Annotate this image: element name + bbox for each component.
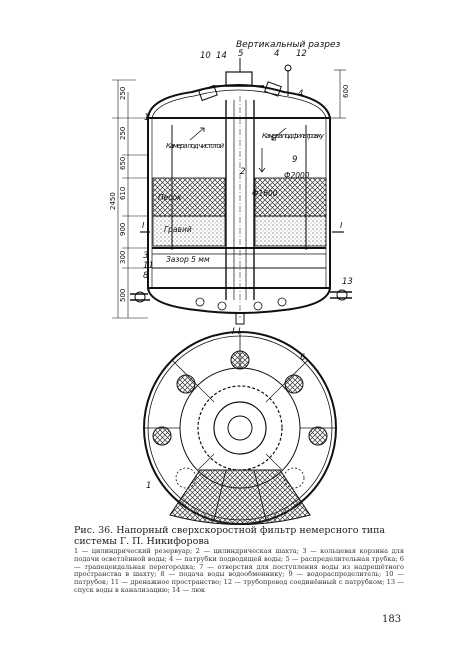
callout: 14 <box>216 51 227 61</box>
callout: 8 <box>143 271 149 281</box>
vertical-labels: Камера под чистотой Камера под фильтровк… <box>142 132 343 264</box>
dim-value: 2450 <box>109 192 117 210</box>
callout: 2 <box>240 167 245 177</box>
dimension-values: 250 250 650 2450 610 900 300 500 600 <box>109 85 350 302</box>
callout: 10 <box>200 51 211 61</box>
callout: 3 <box>143 251 148 261</box>
dim-value: 300 <box>119 251 127 264</box>
callout: 4 <box>274 49 279 59</box>
callout: 12 <box>296 49 307 59</box>
dim-value: 610 <box>119 187 127 200</box>
dim-value: 650 <box>119 157 127 170</box>
callout: 1 <box>144 113 149 123</box>
figure-caption-title: Рис. 36. Напорный сверхскоростной фильтр… <box>74 525 386 547</box>
dim-value: 250 <box>119 87 127 100</box>
callout: 5 <box>238 49 243 59</box>
marker-I-right: I <box>340 221 343 230</box>
callout: 6 <box>300 353 306 363</box>
callout: 4 <box>298 89 303 99</box>
plan-callouts: 6 1 <box>146 353 306 491</box>
bottom-dome <box>147 287 331 314</box>
callout: 13 <box>342 277 353 287</box>
dim-value: 900 <box>119 223 127 236</box>
figure-caption-legend: 1 — цилиндрический резервуар; 2 — цилинд… <box>74 547 404 594</box>
dim-value: 500 <box>119 289 127 302</box>
page-number: 183 <box>382 614 402 625</box>
callout: 1 <box>146 481 151 491</box>
dim-value: 600 <box>342 85 350 98</box>
section-title-vertical: Вертикальный разрез <box>236 40 340 50</box>
label-sand: Песок <box>158 193 182 202</box>
marker-I-left: I <box>142 221 145 230</box>
plan-section <box>143 331 337 525</box>
cylinder-shell <box>147 117 331 289</box>
label-chamber-filtered: Камера под фильтровку <box>262 132 325 140</box>
label-d2000: Ф2000 <box>284 171 310 180</box>
label-gap: Зазор 5 мм <box>166 255 210 264</box>
callout: 9 <box>292 155 297 165</box>
callout-numbers: 10 14 5 4 12 1 2 3 11 13 8 9 4 <box>143 49 353 287</box>
label-gravel: Гравий <box>164 225 192 234</box>
dim-value: 250 <box>119 127 127 140</box>
vertical-section: Вертикальный разрез <box>112 40 352 325</box>
callout: 11 <box>143 261 154 271</box>
top-dome <box>147 84 331 119</box>
label-d1600: Ф1600 <box>252 189 278 198</box>
label-chamber-treated: Камера под чистотой <box>166 142 224 150</box>
